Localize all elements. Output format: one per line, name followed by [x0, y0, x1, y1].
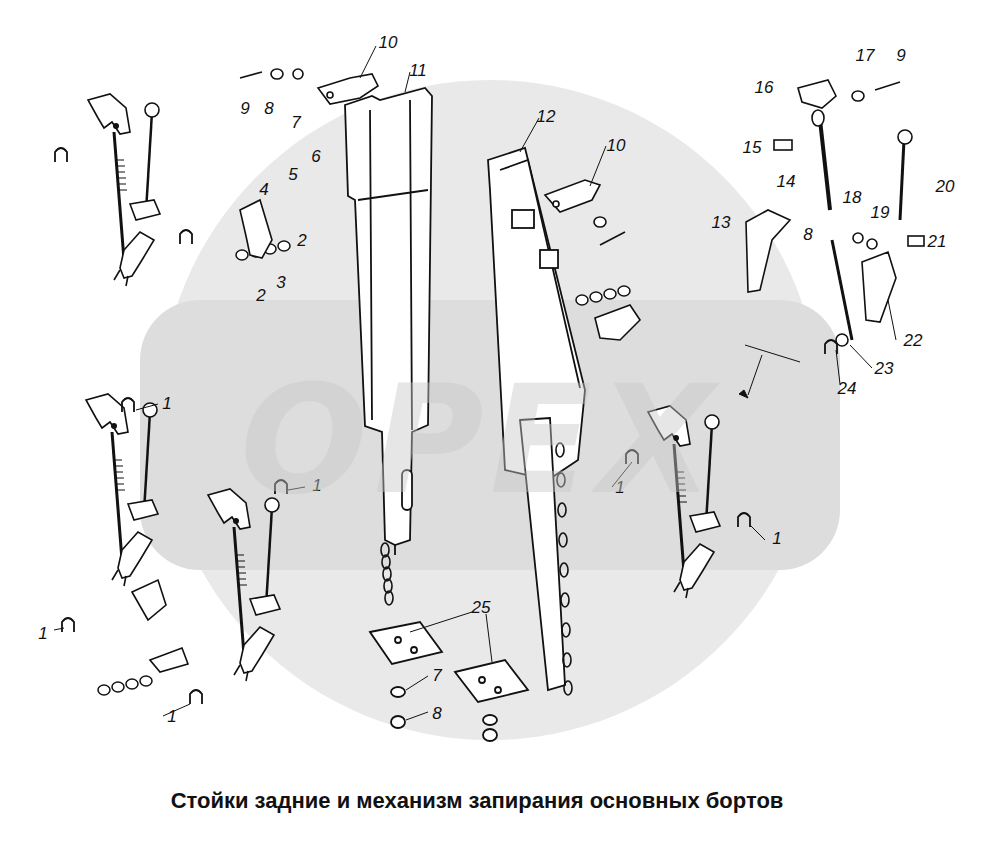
callout-number: 9	[896, 47, 905, 64]
watermark: OPEX	[240, 365, 720, 515]
callout-number: 2	[297, 232, 306, 249]
callout-number: 15	[743, 139, 762, 156]
callout-number: 4	[259, 181, 268, 198]
callout-number: 19	[871, 204, 890, 221]
callout-number: 1	[38, 625, 47, 642]
callout-number: 11	[409, 62, 427, 79]
callout-number: 20	[936, 178, 955, 195]
callout-number: 23	[875, 360, 894, 377]
callout-number: 3	[276, 274, 285, 291]
callout-number: 18	[843, 189, 862, 206]
callout-number: 1	[162, 395, 171, 412]
callout-number: 6	[311, 148, 320, 165]
callout-number: 12	[537, 108, 556, 125]
callout-number: 7	[432, 667, 441, 684]
callout-number: 13	[712, 214, 731, 231]
callout-number: 9	[240, 100, 249, 117]
callout-number: 24	[838, 380, 857, 397]
callout-number: 21	[928, 233, 947, 250]
callout-number: 1	[772, 530, 781, 547]
callout-number: 16	[755, 79, 774, 96]
caption: Стойки задние и механизм запирания основ…	[171, 790, 784, 812]
callout-number: 25	[472, 599, 491, 616]
callout-number: 8	[264, 100, 273, 117]
callout-number: 10	[379, 34, 398, 51]
callout-number: 7	[291, 114, 300, 131]
callout-number: 17	[856, 47, 875, 64]
callout-number: 8	[432, 705, 441, 722]
callout-number: 22	[904, 332, 923, 349]
callout-number: 2	[256, 287, 265, 304]
callout-number: 14	[777, 173, 796, 190]
callout-number: 8	[803, 226, 812, 243]
callout-number: 5	[288, 166, 297, 183]
callout-number: 10	[607, 137, 626, 154]
callout-number: 1	[167, 708, 176, 725]
